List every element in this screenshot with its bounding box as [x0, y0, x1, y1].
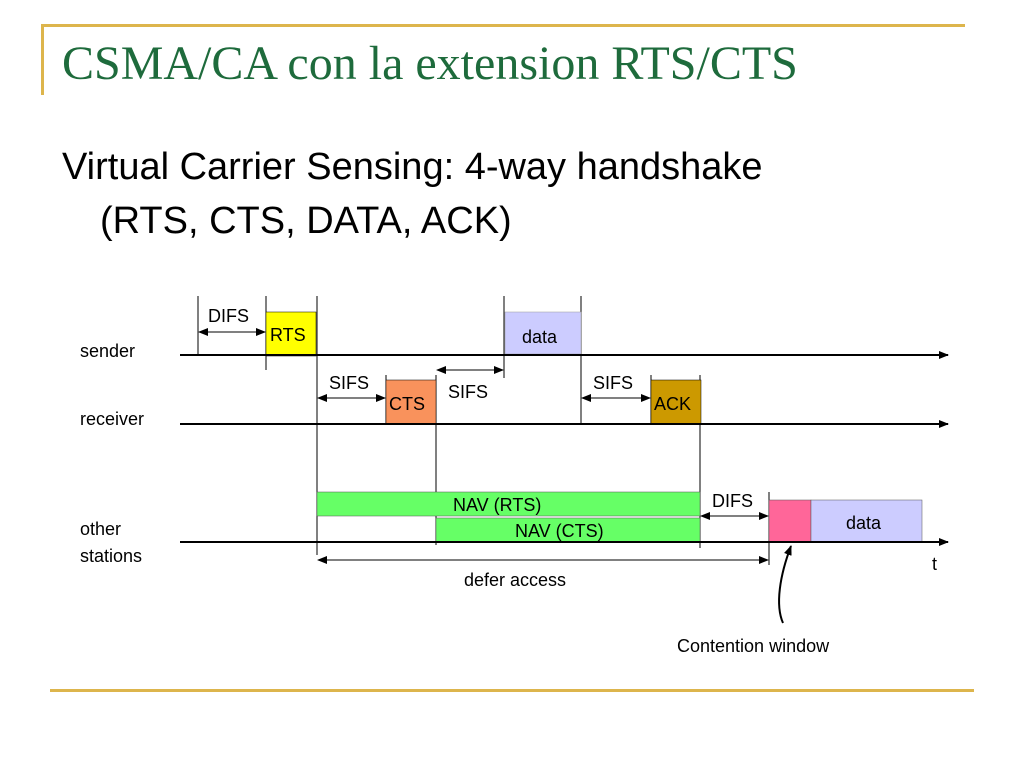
- difs-other-label: DIFS: [712, 491, 753, 511]
- ack-frame: [650, 379, 702, 425]
- top-rule: [41, 24, 965, 27]
- cts-frame: [385, 379, 437, 425]
- other-data-label: data: [846, 513, 882, 533]
- row-label-other: other: [80, 519, 121, 539]
- ack-label: ACK: [654, 394, 691, 414]
- sifs-3-label: SIFS: [593, 373, 633, 393]
- row-label-stations: stations: [80, 546, 142, 566]
- sifs-1-label: SIFS: [329, 373, 369, 393]
- rts-frame: [265, 311, 317, 357]
- row-label-sender: sender: [80, 341, 135, 361]
- slide-subtitle: Virtual Carrier Sensing: 4-way handshake…: [62, 140, 763, 248]
- bottom-rule: [50, 689, 974, 692]
- nav-rts-label: NAV (RTS): [453, 495, 541, 515]
- left-accent-rule: [41, 27, 44, 95]
- slide-title: CSMA/CA con la extension RTS/CTS: [62, 37, 798, 90]
- defer-access-label: defer access: [464, 570, 566, 590]
- nav-rts-bar: [316, 491, 701, 517]
- other-data-frame: [810, 499, 923, 543]
- contention-window-slot: [768, 499, 812, 543]
- contention-window-pointer: [778, 545, 792, 624]
- rts-label: RTS: [270, 325, 306, 345]
- subtitle-line-1: Virtual Carrier Sensing: 4-way handshake: [62, 146, 763, 188]
- contention-window-label: Contention window: [677, 636, 830, 656]
- sender-data-frame: [504, 311, 582, 355]
- nav-cts-label: NAV (CTS): [515, 521, 604, 541]
- time-axis-label: t: [932, 554, 937, 574]
- subtitle-line-2: (RTS, CTS, DATA, ACK): [100, 200, 512, 242]
- nav-cts-bar: [435, 517, 701, 543]
- sifs-2-label: SIFS: [448, 382, 488, 402]
- cts-label: CTS: [389, 394, 425, 414]
- row-label-receiver: receiver: [80, 409, 144, 429]
- sender-data-label: data: [522, 327, 558, 347]
- difs-sender-label: DIFS: [208, 306, 249, 326]
